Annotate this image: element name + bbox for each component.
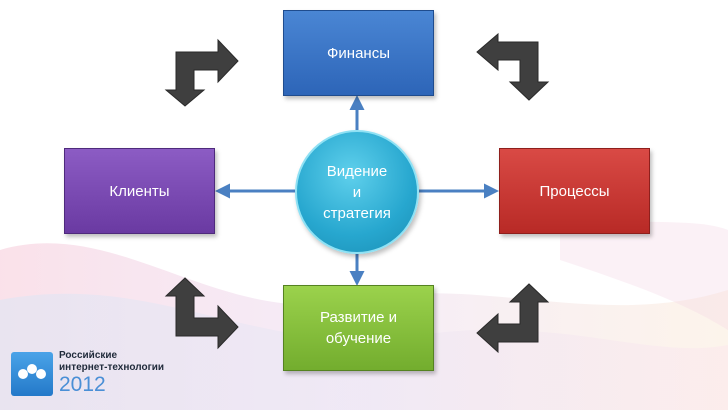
center-line3: стратегия bbox=[323, 204, 391, 222]
center-line1: Видение bbox=[326, 162, 388, 180]
node-development-line2: обучение bbox=[325, 330, 392, 347]
node-finance-label: Финансы bbox=[327, 44, 390, 62]
node-development: Развитие и обучение bbox=[283, 285, 434, 371]
logo-line1: Российские bbox=[59, 350, 118, 361]
center-line2: и bbox=[352, 183, 362, 201]
event-logo: Российские интернет-технологии 2012 bbox=[11, 348, 211, 404]
center-vision-strategy: Видение и стратегия bbox=[295, 130, 419, 254]
logo-badge-icon bbox=[11, 352, 53, 396]
node-processes-label: Процессы bbox=[539, 182, 610, 200]
node-development-line1: Развитие и bbox=[319, 309, 398, 326]
logo-line2: интернет-технологии bbox=[59, 362, 165, 373]
node-processes: Процессы bbox=[499, 148, 650, 234]
node-clients-label: Клиенты bbox=[109, 182, 170, 200]
logo-year: 2012 bbox=[59, 373, 106, 396]
node-clients: Клиенты bbox=[64, 148, 215, 234]
node-finance: Финансы bbox=[283, 10, 434, 96]
